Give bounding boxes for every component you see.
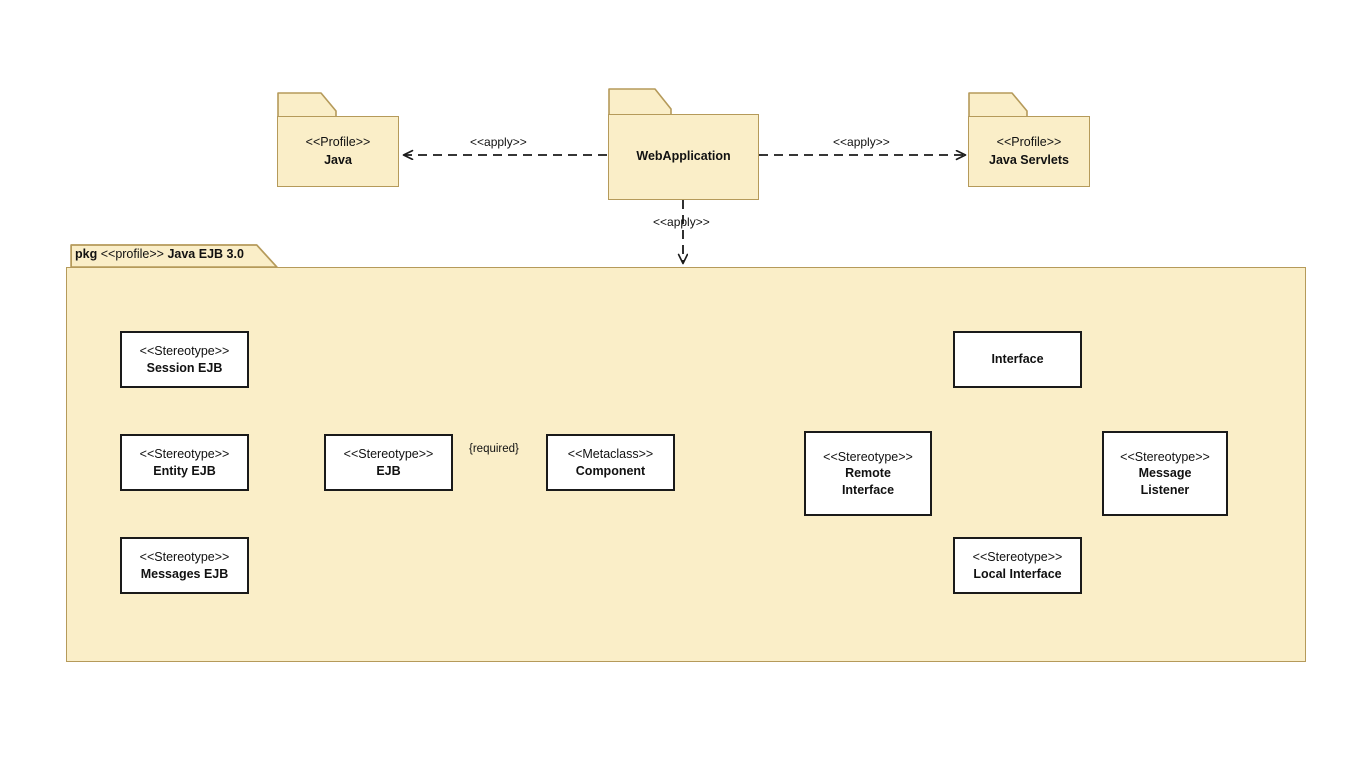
package-java-servlets-profile[interactable]: <<Profile>> Java Servlets [968, 92, 1090, 187]
node-local-interface-name: Local Interface [973, 566, 1062, 581]
package-keyword: pkg [75, 247, 98, 261]
package-java-ejb-profile-body [66, 267, 1306, 662]
package-frame-tab-shape [70, 244, 278, 268]
edge-label-apply-left: <<apply>> [470, 135, 527, 149]
node-remote-interface-stereotype: <<Stereotype>> [823, 449, 913, 464]
node-message-listener-name-line1: Message [1138, 466, 1192, 481]
edge-label-apply-right: <<apply>> [833, 135, 890, 149]
node-local-interface-stereotype: <<Stereotype>> [972, 550, 1063, 564]
node-message-listener[interactable]: <<Stereotype>> Message Listener [1102, 431, 1228, 516]
node-session-ejb[interactable]: <<Stereotype>> Session EJB [120, 331, 249, 388]
package-web-application[interactable]: WebApplication [608, 88, 759, 200]
package-java-servlets-profile-name: Java Servlets [989, 152, 1069, 167]
node-messages-ejb-name: Messages EJB [140, 566, 229, 581]
node-remote-interface[interactable]: <<Stereotype>> Remote Interface [804, 431, 932, 516]
package-stereotype: <<profile>> [100, 247, 164, 261]
package-tab-shape [277, 92, 337, 119]
node-messages-ejb-stereotype: <<Stereotype>> [139, 550, 230, 564]
node-component-stereotype: <<Metaclass>> [567, 447, 654, 461]
package-name: Java EJB 3.0 [167, 247, 244, 261]
package-java-profile-body: <<Profile>> Java [277, 116, 399, 187]
edge-label-required: {required} [469, 443, 519, 455]
node-ejb-stereotype: <<Stereotype>> [343, 447, 434, 461]
node-interface[interactable]: Interface [953, 331, 1082, 388]
package-web-application-name: WebApplication [636, 149, 731, 164]
package-tab-shape [608, 88, 672, 117]
node-ejb-name: EJB [376, 463, 401, 478]
node-messages-ejb[interactable]: <<Stereotype>> Messages EJB [120, 537, 249, 594]
node-component[interactable]: <<Metaclass>> Component [546, 434, 675, 491]
package-java-ejb-profile[interactable]: pkg <<profile>> Java EJB 3.0 [66, 244, 1306, 662]
package-java-profile-name: Java [324, 152, 352, 167]
node-session-ejb-name: Session EJB [146, 360, 223, 375]
package-java-ejb-profile-label: pkg <<profile>> Java EJB 3.0 [75, 247, 244, 261]
node-interface-name: Interface [991, 352, 1044, 367]
node-message-listener-name-line2: Listener [1140, 482, 1190, 497]
node-component-name: Component [575, 463, 646, 478]
node-entity-ejb[interactable]: <<Stereotype>> Entity EJB [120, 434, 249, 491]
node-session-ejb-stereotype: <<Stereotype>> [139, 344, 230, 358]
package-tab-shape [968, 92, 1028, 119]
node-remote-interface-name-line2: Interface [841, 482, 895, 497]
node-message-listener-stereotype: <<Stereotype>> [1120, 449, 1210, 464]
package-java-servlets-profile-stereotype: <<Profile>> [996, 135, 1062, 150]
node-entity-ejb-name: Entity EJB [153, 463, 216, 478]
node-local-interface[interactable]: <<Stereotype>> Local Interface [953, 537, 1082, 594]
node-remote-interface-name-line1: Remote [845, 466, 891, 481]
edge-label-apply-down: <<apply>> [653, 215, 710, 229]
node-ejb[interactable]: <<Stereotype>> EJB [324, 434, 453, 491]
package-java-profile[interactable]: <<Profile>> Java [277, 92, 399, 187]
package-java-profile-stereotype: <<Profile>> [305, 135, 371, 150]
package-web-application-body: WebApplication [608, 114, 759, 200]
package-java-servlets-profile-body: <<Profile>> Java Servlets [968, 116, 1090, 187]
node-entity-ejb-stereotype: <<Stereotype>> [139, 447, 230, 461]
